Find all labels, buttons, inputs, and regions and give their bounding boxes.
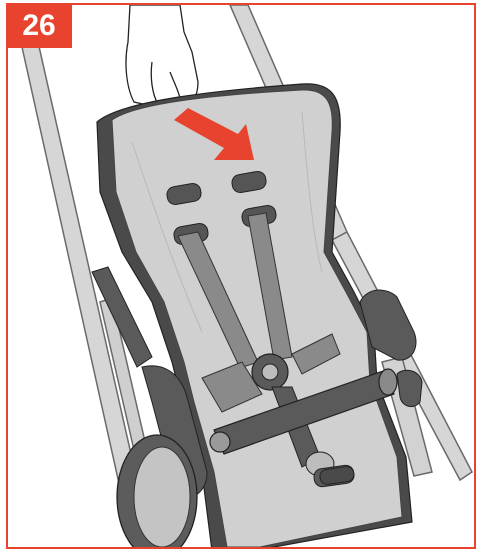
stroller-seat-illustration [8, 5, 476, 549]
step-number-badge: 26 [6, 3, 72, 48]
illustration-frame [6, 3, 476, 549]
step-number: 26 [22, 9, 55, 43]
wheel-icon [117, 435, 197, 549]
harness-buckle-icon [252, 354, 288, 390]
